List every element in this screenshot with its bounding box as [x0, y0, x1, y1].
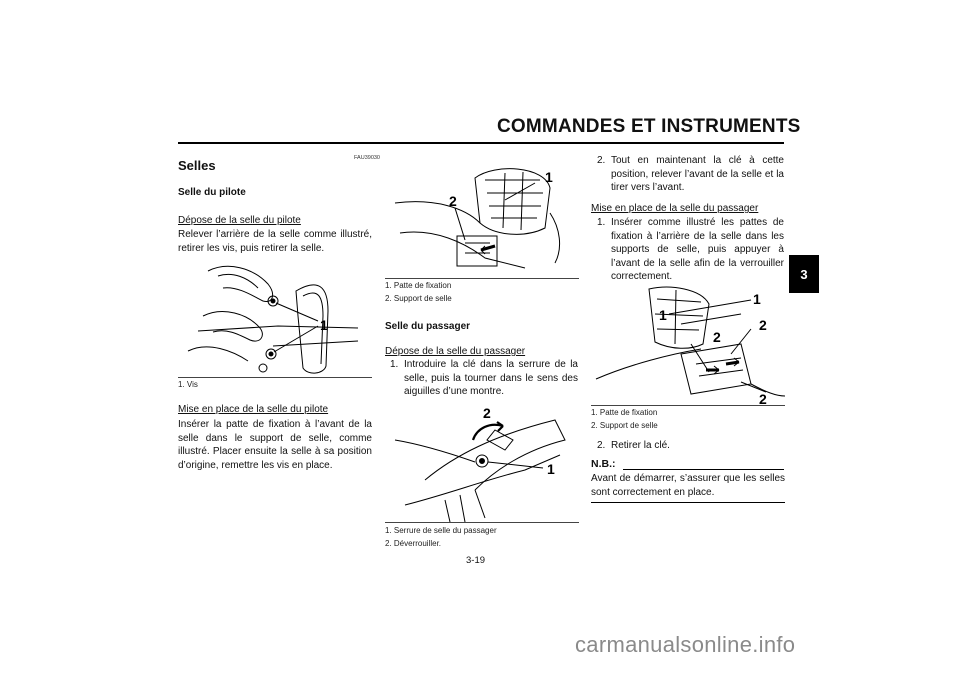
- step-number: 1.: [390, 359, 399, 370]
- passenger-seat-install-illustration: 1 1 2 2 2: [595, 286, 785, 406]
- page-number: 3-19: [466, 555, 486, 566]
- figure3-callout-1b: 1: [659, 307, 667, 323]
- figure3-caption-2: 2. Support de selle: [591, 421, 658, 430]
- figure1-callout-2: 2: [449, 193, 457, 209]
- step-number: 2.: [597, 440, 606, 451]
- rider-seat-install-heading: Mise en place de la selle du pilote: [178, 404, 329, 415]
- note-label: N.B.:: [591, 458, 616, 470]
- step-text: Introduire la clé dans la serrure de la …: [404, 359, 578, 398]
- figure3-callout-2c: 2: [759, 391, 767, 406]
- note-text: Avant de démarrer, s’assurer que les sel…: [591, 473, 785, 498]
- step-number: 1.: [597, 217, 606, 228]
- rider-seat-removal-heading: Dépose de la selle du pilote: [178, 215, 301, 226]
- caption-rule: [385, 522, 579, 523]
- passenger-removal-step-2: 2. Tout en maintenant la clé à cette pos…: [597, 154, 784, 195]
- passenger-seat-lock-illustration: 2 1: [394, 405, 566, 522]
- step-text: Tout en maintenant la clé à cette positi…: [611, 155, 784, 194]
- rider-seat-removal-text: Relever l’arrière de la selle comme illu…: [178, 229, 372, 254]
- caption-rule: [385, 278, 579, 279]
- step-number: 2.: [597, 155, 606, 166]
- reference-code: FAU39030: [354, 155, 380, 161]
- passenger-seat-removal-heading: Dépose de la selle du passager: [385, 346, 526, 357]
- rider-seat-bracket-illustration: 1 2: [394, 168, 561, 269]
- figure3-callout-2a: 2: [713, 329, 721, 345]
- caption-rule: [591, 405, 785, 406]
- step-text: Retirer la clé.: [611, 440, 670, 451]
- passenger-removal-step-1: 1. Introduire la clé dans la serrure de …: [390, 358, 578, 399]
- figure-callout-screw: 1: [320, 317, 328, 333]
- rider-seat-install-text: Insérer la patte de fixation à l’avant d…: [178, 419, 372, 471]
- caption-screw: 1. Vis: [178, 380, 198, 389]
- figure1-callout-1: 1: [545, 169, 553, 185]
- figure3-caption-1: 1. Patte de fixation: [591, 408, 658, 417]
- figure2-caption-2: 2. Déverrouiller.: [385, 539, 442, 548]
- rider-seat-subtitle: Selle du pilote: [178, 187, 246, 198]
- caption-rule: [178, 377, 372, 378]
- figure3-callout-1a: 1: [753, 291, 761, 307]
- section-title: Selles: [178, 158, 216, 173]
- note-bottom-rule: [591, 502, 785, 503]
- figure3-callout-2b: 2: [759, 317, 767, 333]
- figure1-caption-1: 1. Patte de fixation: [385, 281, 452, 290]
- note-top-rule: [623, 469, 784, 470]
- section-tab[interactable]: 3: [789, 255, 819, 293]
- step-text: Insérer comme illustré les pattes de fix…: [611, 217, 784, 283]
- rider-seat-removal-illustration: 1: [187, 265, 359, 374]
- passenger-install-step-2: 2. Retirer la clé.: [597, 439, 784, 453]
- passenger-install-step-1: 1. Insérer comme illustré les pattes de …: [597, 216, 784, 284]
- page-header-title: COMMANDES ET INSTRUMENTS: [497, 116, 801, 137]
- passenger-seat-subtitle: Selle du passager: [385, 321, 471, 332]
- figure2-callout-1: 1: [547, 461, 555, 477]
- figure2-caption-1: 1. Serrure de selle du passager: [385, 526, 497, 535]
- watermark-text[interactable]: carmanualsonline.info: [575, 632, 796, 657]
- header-rule: [178, 142, 784, 144]
- figure1-caption-2: 2. Support de selle: [385, 294, 452, 303]
- figure2-callout-2: 2: [483, 405, 491, 421]
- passenger-seat-install-heading: Mise en place de la selle du passager: [591, 203, 759, 214]
